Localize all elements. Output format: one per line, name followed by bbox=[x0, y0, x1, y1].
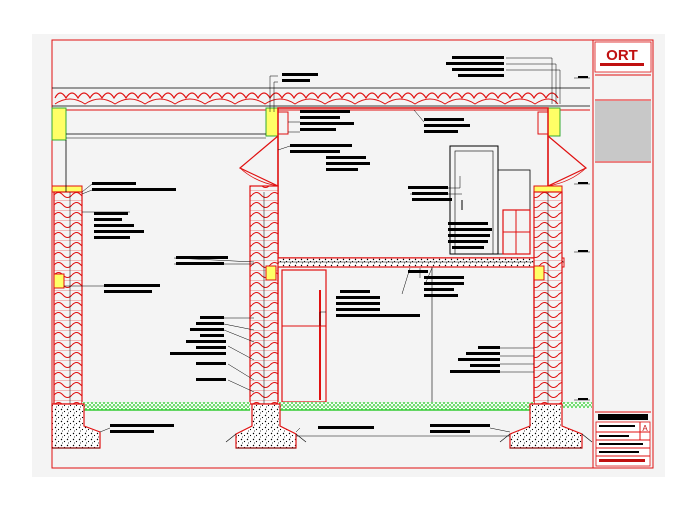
annotation-bars bbox=[92, 56, 588, 433]
wall-left bbox=[53, 191, 83, 405]
grass-strip-left bbox=[82, 402, 250, 410]
revision-letter: A bbox=[642, 424, 648, 433]
eave-glazing bbox=[51, 107, 561, 141]
titleblock-gray-panel bbox=[595, 101, 651, 161]
brick-walls bbox=[53, 140, 563, 405]
titleblock: ORT A bbox=[592, 40, 652, 468]
ground-and-foundations bbox=[51, 402, 593, 449]
upper-room bbox=[238, 107, 588, 259]
glazing-left bbox=[51, 107, 67, 141]
glazing-right bbox=[547, 107, 561, 137]
titleblock-logo-panel bbox=[594, 41, 652, 73]
grass-strip-right bbox=[278, 402, 534, 410]
dormer-window-left bbox=[238, 134, 279, 187]
sheet-frame bbox=[51, 39, 654, 469]
dormer-window-right bbox=[547, 134, 588, 187]
glazing-center bbox=[265, 107, 279, 137]
company-logo: ORT bbox=[606, 47, 638, 64]
